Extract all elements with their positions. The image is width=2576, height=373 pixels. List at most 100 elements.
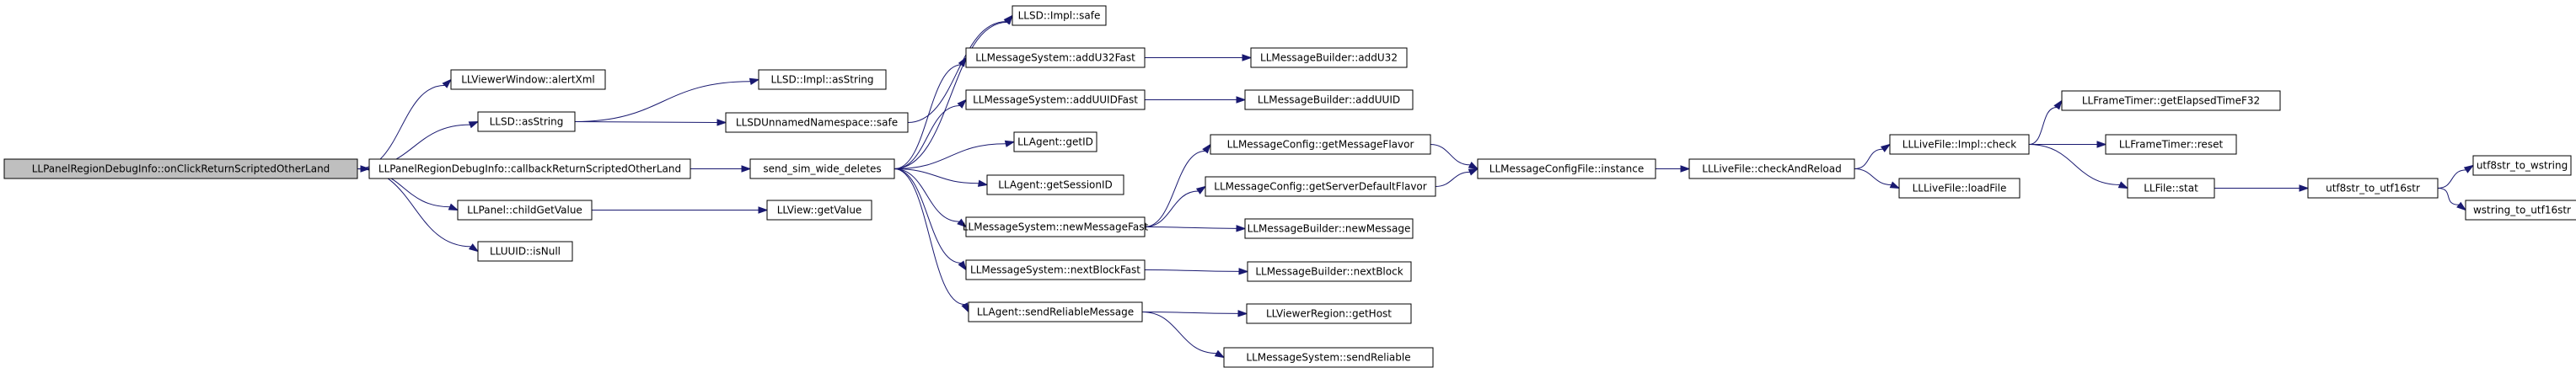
node-box [1477, 158, 1656, 179]
node-get-elapsed[interactable]: LLFrameTimer::getElapsedTimeF32 [2061, 90, 2281, 111]
node-box [477, 111, 576, 132]
node-label: wstring_to_utf16str [2473, 205, 2571, 216]
edge-send-sim-to-impl-safe [894, 14, 1013, 169]
edge-new-message-fast-to-get-message-flavor [1144, 143, 1211, 227]
node-label: LLFrameTimer::getElapsedTimeF32 [2082, 95, 2260, 107]
node-impl-safe[interactable]: LLSD::Impl::safe [1012, 5, 1107, 26]
node-label: LLMessageSystem::addU32Fast [975, 52, 1135, 64]
node-box [766, 200, 872, 221]
node-box [1889, 134, 2030, 155]
node-check-and-reload[interactable]: LLLiveFile::checkAndReload [1688, 158, 1855, 179]
node-label: LLLiveFile::loadFile [1913, 183, 2007, 194]
node-box [758, 69, 887, 90]
node-builder-add-u32[interactable]: LLMessageBuilder::addU32 [1250, 47, 1408, 68]
node-load-file[interactable]: LLLiveFile::loadFile [1898, 178, 2021, 199]
node-box [2472, 155, 2572, 176]
edge-add-uuidfast-to-builder-add-uuid [1145, 96, 1247, 104]
edge-callback-to-send-sim [690, 165, 752, 173]
node-box [1688, 158, 1855, 179]
node-label: LLViewerRegion::getHost [1266, 308, 1392, 320]
node-alert-xml[interactable]: LLViewerWindow::alertXml [450, 69, 606, 90]
node-label: LLSD::asString [490, 116, 564, 128]
edge-file-stat-to-utf8to16 [2214, 184, 2310, 192]
node-impl-as-string[interactable]: LLSD::Impl::asString [758, 69, 887, 90]
node-builder-next-block[interactable]: LLMessageBuilder::nextBlock [1247, 261, 1412, 282]
edge-send-sim-to-add-uuidfast [894, 99, 968, 169]
node-builder-add-uuid[interactable]: LLMessageBuilder::addUUID [1244, 89, 1414, 110]
edge-utf8to16-to-w-to-utf16 [2437, 188, 2467, 211]
node-as-string[interactable]: LLSD::asString [477, 111, 576, 132]
node-box [2465, 200, 2576, 221]
node-get-session-id[interactable]: LLAgent::getSessionID [986, 174, 1124, 195]
node-get-id[interactable]: LLAgent::getID [1013, 131, 1097, 152]
node-box [965, 259, 1146, 280]
node-box [2307, 178, 2439, 199]
node-next-block-fast[interactable]: LLMessageSystem::nextBlockFast [965, 259, 1146, 280]
edge-send-sim-to-new-message-fast [894, 168, 968, 228]
node-w-to-utf16[interactable]: wstring_to_utf16str [2465, 200, 2576, 221]
node-label: LLAgent::sendReliableMessage [977, 306, 1134, 318]
node-label: utf8str_to_utf16str [2326, 183, 2420, 194]
node-new-message-fast[interactable]: LLMessageSystem::newMessageFast [963, 216, 1149, 237]
node-get-value[interactable]: LLView::getValue [766, 200, 872, 221]
node-add-u32-fast[interactable]: LLMessageSystem::addU32Fast [965, 47, 1146, 68]
node-label: LLSD::Impl::safe [1018, 10, 1101, 22]
edge-send-sim-to-send-reliable-message [894, 168, 969, 313]
edge-as-string-to-impl-as-string [574, 77, 760, 122]
node-label: LLMessageBuilder::newMessage [1248, 223, 1411, 235]
node-config-instance[interactable]: LLMessageConfigFile::instance [1477, 158, 1656, 179]
node-label: LLAgent::getSessionID [998, 179, 1113, 191]
edge-add-u32-fast-to-builder-add-u32 [1145, 54, 1253, 61]
edge-impl-check-to-timer-reset [2029, 141, 2107, 148]
node-box [725, 112, 909, 133]
node-label: LLMessageConfig::getMessageFlavor [1227, 139, 1414, 151]
edge-get-message-flavor-to-config-instance [1430, 144, 1479, 170]
node-unnamed-safe[interactable]: LLSDUnnamedNamespace::safe [725, 112, 909, 133]
node-timer-reset[interactable]: LLFrameTimer::reset [2105, 134, 2237, 155]
node-impl-check[interactable]: LLLiveFile::Impl::check [1889, 134, 2030, 155]
node-label: LLMessageSystem::nextBlockFast [970, 264, 1140, 276]
node-label: LLMessageConfig::getServerDefaultFlavor [1214, 181, 1426, 193]
edge-send-sim-to-get-session-id [894, 168, 989, 187]
node-box [1247, 261, 1412, 282]
edge-next-block-fast-to-builder-next-block [1144, 268, 1249, 275]
node-file-stat[interactable]: LLFile::stat [2127, 178, 2215, 199]
node-callback[interactable]: LLPanelRegionDebugInfo::callbackReturnSc… [368, 158, 691, 179]
node-get-server-default-flavor[interactable]: LLMessageConfig::getServerDefaultFlavor [1205, 176, 1436, 197]
node-label: LLAgent::getID [1017, 136, 1093, 148]
node-utf8to16[interactable]: utf8str_to_utf16str [2307, 178, 2439, 199]
node-builder-new-message[interactable]: LLMessageBuilder::newMessage [1244, 218, 1414, 239]
node-box [1012, 5, 1107, 26]
edge-check-and-reload-to-impl-check [1854, 143, 1892, 169]
node-label: LLUUID::isNull [490, 246, 561, 258]
edge-get-server-default-flavor-to-config-instance [1435, 168, 1479, 187]
node-box [1244, 89, 1414, 110]
node-box [2105, 134, 2237, 155]
edge-impl-check-to-get-elapsed [2028, 99, 2063, 145]
node-child-get-value[interactable]: LLPanel::childGetValue [457, 200, 593, 221]
node-is-null[interactable]: LLUUID::isNull [477, 241, 573, 262]
node-utf8to-w[interactable]: utf8str_to_wstring [2472, 155, 2572, 176]
node-box [2061, 90, 2281, 111]
node-get-host[interactable]: LLViewerRegion::getHost [1246, 303, 1412, 324]
edge-send-reliable-message-to-get-host [1141, 310, 1248, 317]
edge-root-to-alert-xml [357, 78, 453, 169]
edge-check-and-reload-to-load-file [1854, 168, 1901, 189]
node-get-message-flavor[interactable]: LLMessageConfig::getMessageFlavor [1210, 134, 1431, 155]
edge-config-instance-to-check-and-reload [1656, 165, 1691, 173]
node-label: LLMessageSystem::sendReliable [1246, 352, 1410, 364]
edge-child-get-value-to-get-value [592, 206, 769, 214]
node-send-reliable-message[interactable]: LLAgent::sendReliableMessage [968, 301, 1143, 322]
node-label: LLViewerWindow::alertXml [461, 74, 595, 86]
node-label: LLLiveFile::Impl::check [1902, 139, 2016, 151]
node-box [477, 241, 573, 262]
node-send-sim[interactable]: send_sim_wide_deletes [749, 158, 895, 179]
node-box [368, 158, 691, 179]
node-send-reliable[interactable]: LLMessageSystem::sendReliable [1223, 347, 1434, 368]
node-box [965, 89, 1146, 110]
edge-impl-check-to-file-stat [2028, 144, 2129, 189]
node-label: LLMessageSystem::newMessageFast [963, 221, 1149, 233]
node-label: LLPanelRegionDebugInfo::onClickReturnScr… [32, 163, 330, 175]
node-add-uuidfast[interactable]: LLMessageSystem::addUUIDFast [965, 89, 1146, 110]
